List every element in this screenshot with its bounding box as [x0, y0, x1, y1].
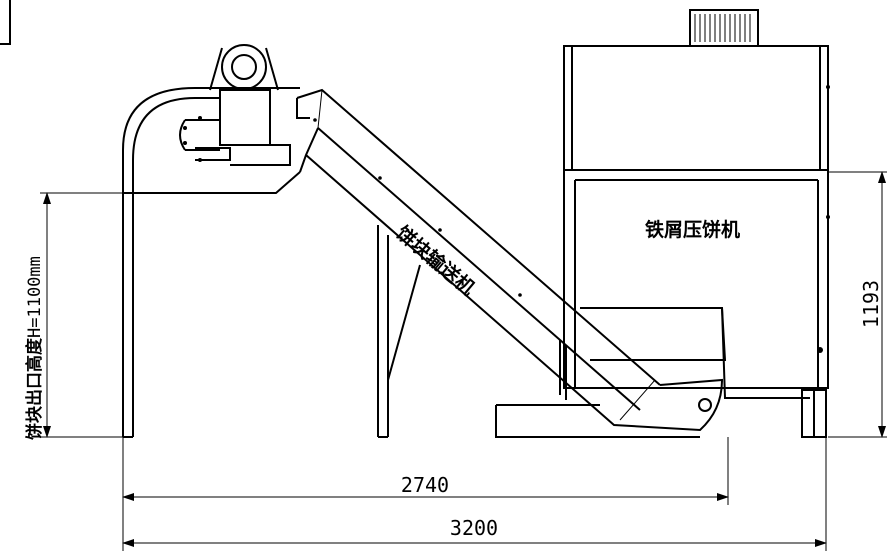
- dimension-outlet-height: [40, 192, 123, 438]
- conveyor-label: 饼块输送机: [392, 221, 480, 300]
- dimension-2740: [122, 437, 729, 551]
- feeder-hopper: [122, 44, 301, 438]
- frame-corner: [0, 0, 11, 45]
- dimension-1193: [828, 171, 887, 438]
- briquetting-press: [495, 9, 830, 438]
- dimension-3200: [122, 437, 827, 551]
- dim-1193-value: 1193: [859, 280, 883, 328]
- press-label: 铁屑压饼机: [645, 218, 740, 241]
- inclined-conveyor: [296, 88, 724, 438]
- dim-3200-value: 3200: [450, 516, 498, 540]
- outlet-height-label: 饼块出口高度H=1100mm: [24, 256, 45, 440]
- dim-2740-value: 2740: [401, 473, 449, 497]
